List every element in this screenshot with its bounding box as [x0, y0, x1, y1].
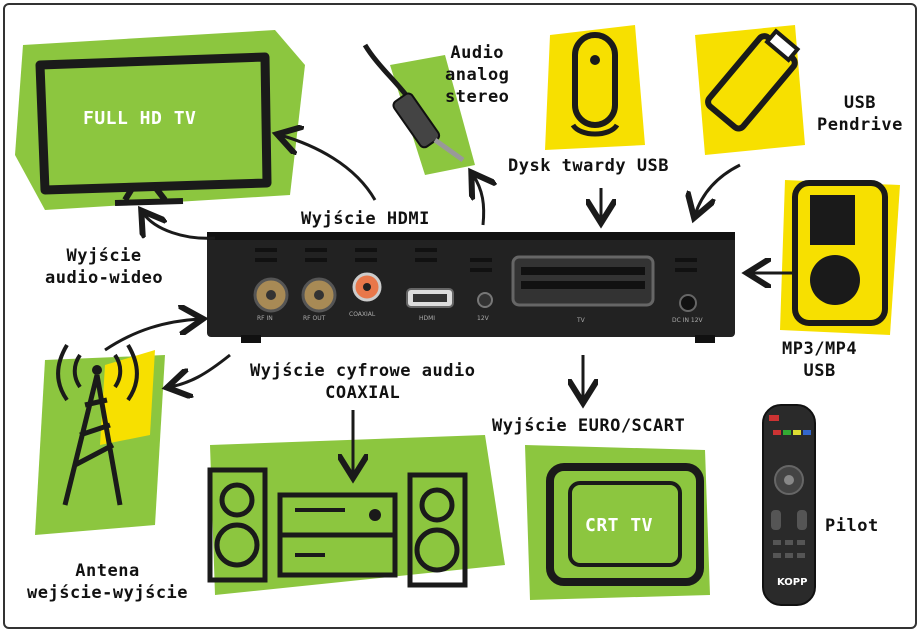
diagram-art [15, 25, 900, 606]
antenna-tower-icon [35, 343, 165, 535]
port-label-tv: TV [577, 317, 585, 324]
usb-pendrive-label: USB Pendrive [817, 93, 903, 135]
stereo-speakers-icon [207, 435, 505, 595]
crt-tv-icon [525, 445, 710, 600]
usb-stick-icon [695, 25, 805, 155]
remote-label: Pilot [825, 516, 879, 536]
mp3-player-icon [780, 180, 900, 335]
port-label-rf-out: RF OUT [303, 315, 326, 322]
full-hd-tv-label: FULL HD TV [83, 108, 197, 129]
euro-scart-label: Wyjście EURO/SCART [492, 416, 686, 436]
hard-disk-icon [545, 25, 645, 150]
digital-audio-label: Wyjście cyfrowe audio COAXIAL [250, 361, 476, 403]
port-label-coaxial: COAXIAL [349, 311, 376, 318]
set-top-box-icon [207, 232, 735, 343]
remote-control-icon [762, 404, 816, 606]
diagram-frame: FULL HD TV CRT TV Audio analog stereo Dy… [3, 3, 917, 629]
headphone-jack-icon [362, 43, 475, 175]
remote-brand-logo: KOPP [777, 577, 808, 588]
port-label-dc-in: DC IN 12V [672, 317, 703, 324]
connection-arrows [104, 135, 795, 475]
hdmi-out-label: Wyjście HDMI [301, 209, 430, 229]
port-label-rf-in: RF IN [257, 315, 273, 322]
port-label-hdmi: HDMI [419, 315, 436, 322]
antenna-label: Antena wejście-wyjście [27, 561, 189, 603]
mp3-label: MP3/MP4 USB [782, 339, 858, 381]
port-label-12v: 12V [477, 315, 489, 322]
tv-icon [15, 30, 305, 210]
crt-tv-label: CRT TV [585, 515, 654, 536]
av-out-label: Wyjście audio-wideo [45, 246, 164, 288]
usb-disk-label: Dysk twardy USB [508, 156, 670, 176]
audio-analog-label: Audio analog stereo [445, 43, 510, 107]
